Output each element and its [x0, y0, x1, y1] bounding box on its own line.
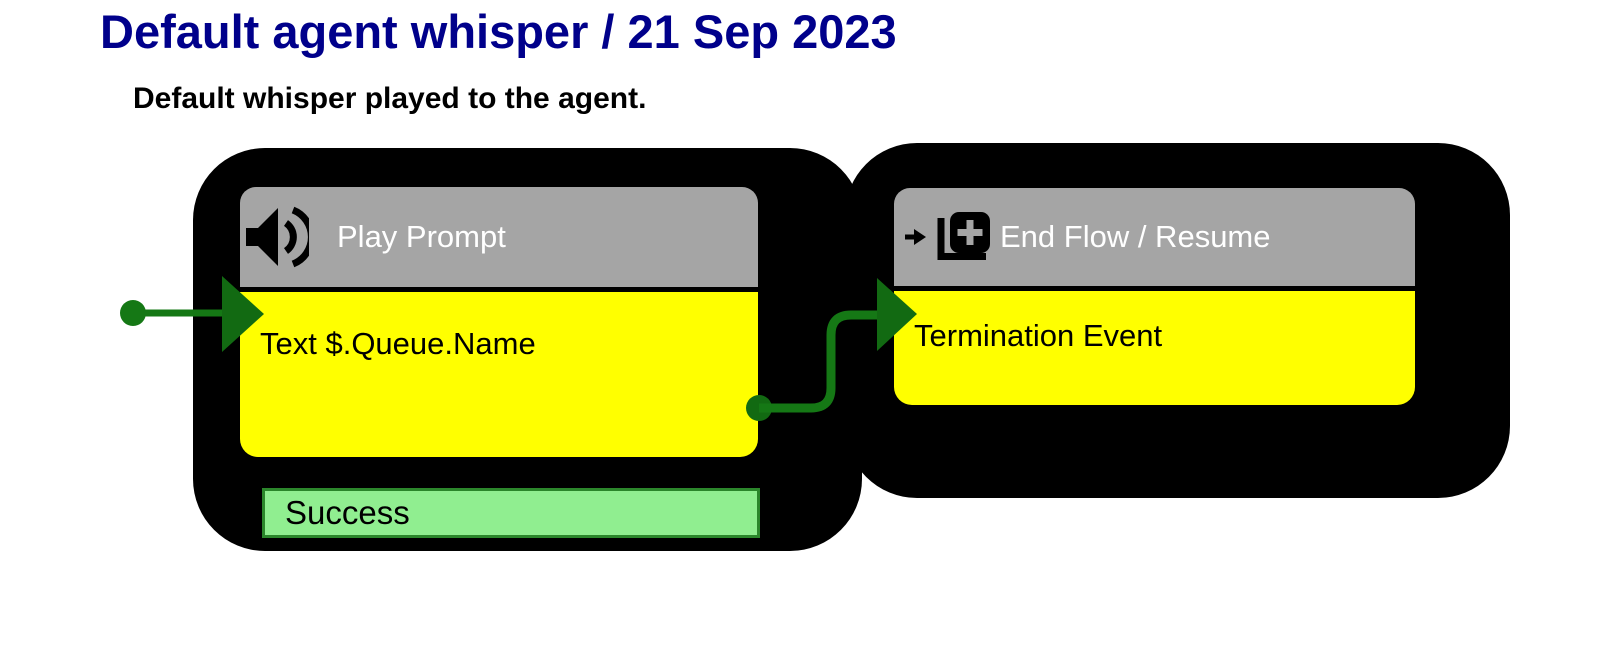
- play-prompt-title: Play Prompt: [337, 219, 506, 254]
- play-prompt-body: Text $.Queue.Name Success: [240, 292, 760, 538]
- end-flow-resume-parameter: Termination Event: [914, 318, 1163, 353]
- page-subtitle: Default whisper played to the agent.: [133, 82, 647, 115]
- end-flow-resume-title: End Flow / Resume: [1000, 219, 1271, 254]
- entry-mini-arrow-icon: [905, 229, 926, 245]
- entry-dot[interactable]: [120, 300, 146, 326]
- speaker-icon: [246, 206, 309, 268]
- end-flow-resume-header[interactable]: End Flow / Resume: [894, 188, 1415, 291]
- end-flow-resume-body: Termination Event: [894, 291, 1415, 405]
- page-title: Default agent whisper / 21 Sep 2023: [100, 5, 897, 58]
- play-prompt-parameter: Text $.Queue.Name: [260, 326, 536, 361]
- output-port-success-label: Success: [285, 494, 410, 531]
- flow-node-play-prompt-card[interactable]: Play Prompt Text $.Queue.Name Success: [240, 187, 760, 538]
- play-prompt-header[interactable]: Play Prompt: [240, 187, 758, 292]
- flow-node-end-flow-resume-card[interactable]: End Flow / Resume Termination Event: [894, 188, 1415, 405]
- resume-plus-icon: [937, 212, 990, 260]
- output-port-success[interactable]: Success: [262, 488, 760, 538]
